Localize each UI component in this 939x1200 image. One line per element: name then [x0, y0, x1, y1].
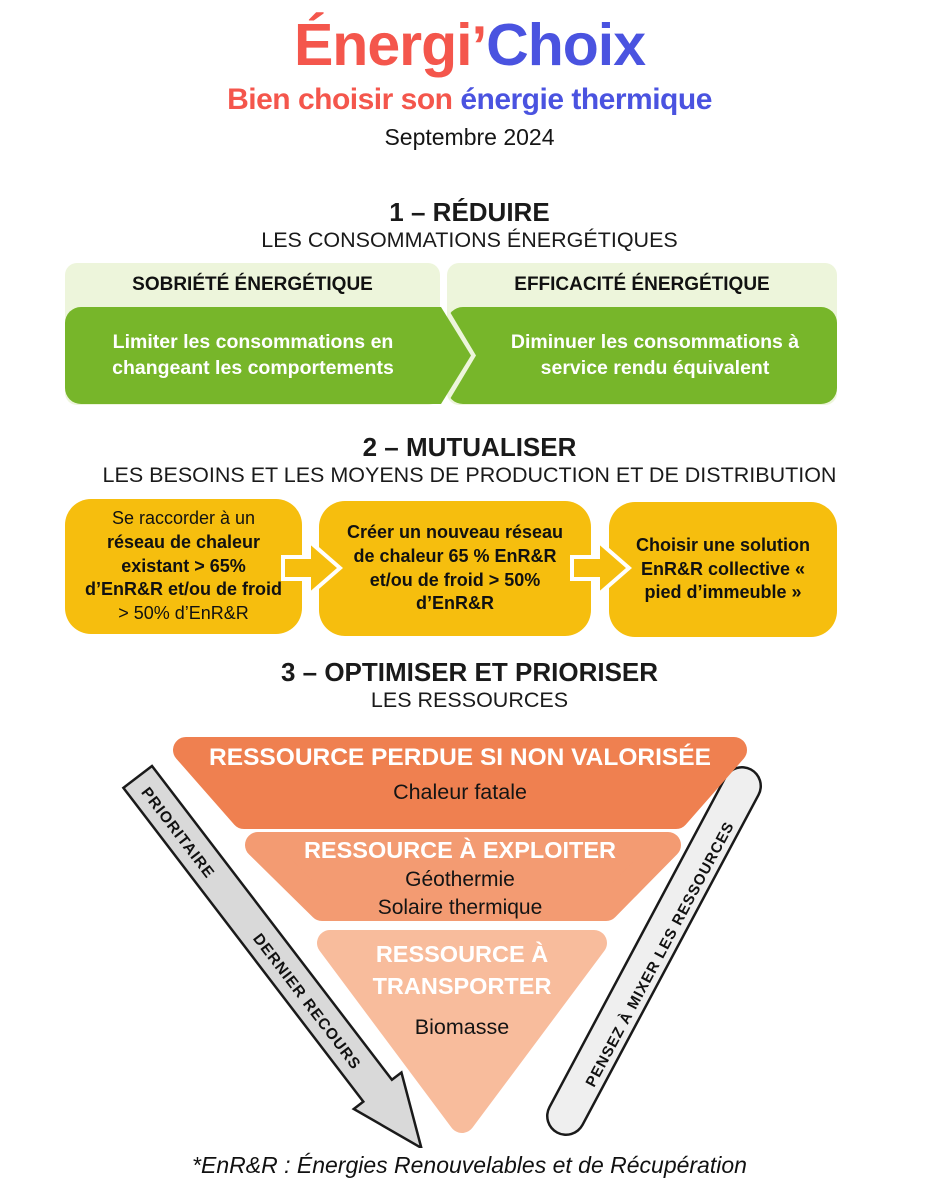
logo: Énergi’Choix	[0, 16, 939, 75]
level1-title: RESSOURCE PERDUE SI NON VALORISÉE	[209, 744, 711, 771]
creer-reseau-box: Créer un nouveau réseau de chaleur 65 % …	[319, 501, 591, 636]
date: Septembre 2024	[384, 124, 555, 150]
level1-shape	[173, 737, 747, 829]
tagline-part1: Bien choisir son	[227, 83, 461, 116]
section3-subtitle: LES RESSOURCES	[370, 687, 569, 712]
section2-title: 2 – MUTUALISER	[362, 432, 577, 462]
step-arrow-icon	[281, 536, 343, 600]
efficacite-box: Diminuer les consommations à service ren…	[447, 307, 837, 404]
solution-collective-text: Choisir une solution EnR&R collective « …	[636, 534, 810, 603]
creer-reseau-text: Créer un nouveau réseau de chaleur 65 % …	[346, 521, 564, 614]
logo-part1: Énergi	[293, 12, 473, 78]
level3-title: RESSOURCE À TRANSPORTER	[372, 941, 552, 999]
resources-pyramid: PRIORITAIRE DERNIER RECOURS PENSEZ À MIX…	[0, 728, 939, 1148]
section1-subtitle: LES CONSOMMATIONS ÉNERGÉTIQUES	[261, 227, 678, 252]
tagline: Bien choisir son énergie thermique	[0, 83, 939, 117]
header: Énergi’Choix Bien choisir son énergie th…	[0, 16, 939, 151]
efficacite-text: Diminuer les consommations à service ren…	[510, 331, 800, 379]
sobriete-box: Limiter les consommations en changeant l…	[65, 307, 471, 404]
level2-item-2: Solaire thermique	[377, 896, 543, 919]
section3-title: 3 – OPTIMISER ET PRIORISER	[280, 657, 659, 687]
logo-part2: Choix	[486, 12, 646, 78]
level2-item-1: Géothermie	[405, 868, 515, 891]
step-arrow-icon	[570, 536, 632, 600]
level2-shape	[245, 832, 681, 921]
sobriete-text: Limiter les consommations en changeant l…	[112, 331, 394, 379]
section1-title: 1 – RÉDUIRE	[389, 197, 550, 227]
section3-heading: 3 – OPTIMISER ET PRIORISER LES RESSOURCE…	[0, 657, 939, 713]
raccorder-box: Se raccorder à un réseau de chaleur exis…	[65, 499, 302, 634]
section2-heading: 2 – MUTUALISER LES BESOINS ET LES MOYENS…	[0, 432, 939, 488]
logo-apostrophe: ’	[471, 14, 488, 77]
footnote: *EnR&R : Énergies Renouvelables et de Ré…	[192, 1152, 747, 1178]
section1-heading: 1 – RÉDUIRE LES CONSOMMATIONS ÉNERGÉTIQU…	[0, 197, 939, 253]
section2-block: Se raccorder à un réseau de chaleur exis…	[65, 499, 837, 637]
pyramid-graphic: PRIORITAIRE DERNIER RECOURS PENSEZ À MIX…	[121, 737, 762, 1148]
efficacite-title: EFFICACITÉ ÉNERGÉTIQUE	[514, 274, 770, 295]
tagline-part2: énergie thermique	[460, 83, 712, 116]
level3-shape	[317, 930, 607, 1133]
raccorder-text: Se raccorder à un réseau de chaleur exis…	[85, 507, 282, 624]
level2-title: RESSOURCE À EXPLOITER	[303, 837, 617, 863]
section1-block: SOBRIÉTÉ ÉNERGÉTIQUE EFFICACITÉ ÉNERGÉTI…	[65, 263, 837, 405]
section2-subtitle: LES BESOINS ET LES MOYENS DE PRODUCTION …	[102, 462, 837, 487]
sobriete-title: SOBRIÉTÉ ÉNERGÉTIQUE	[132, 274, 373, 295]
level3-item: Biomasse	[414, 1015, 510, 1039]
level1-item: Chaleur fatale	[393, 780, 527, 804]
solution-collective-box: Choisir une solution EnR&R collective « …	[609, 502, 837, 637]
